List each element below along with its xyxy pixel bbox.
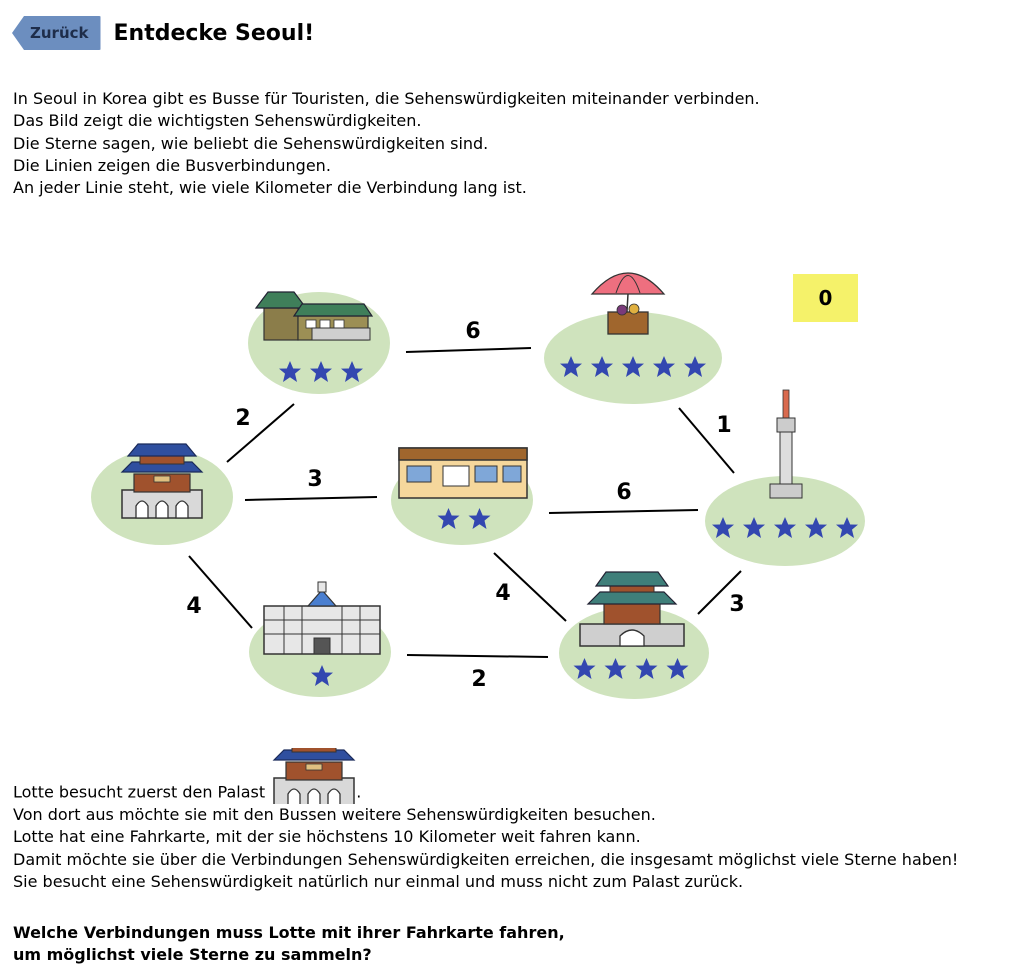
intro-line: Die Linien zeigen die Busverbindungen. (13, 155, 331, 175)
palace-icon (273, 748, 355, 804)
task-line: Lotte hat eine Fahrkarte, mit der sie hö… (13, 827, 641, 847)
task-text: Lotte besucht zuerst den Palast . Von do… (13, 748, 958, 893)
route-palace-hanok[interactable]: 2 (226, 403, 295, 463)
node-palace[interactable] (91, 443, 233, 545)
attraction-map: 2 6 1 3 6 4 4 2 3 (91, 272, 865, 699)
header: Zurück Entdecke Seoul! (12, 16, 314, 50)
task-line: Von dort aus möchte sie mit den Bussen w… (13, 805, 656, 824)
score-display: 0 (793, 274, 858, 322)
node-tower[interactable] (705, 389, 865, 566)
route-mall-tower[interactable]: 6 (548, 480, 699, 514)
route-market-tower[interactable]: 1 (678, 407, 735, 474)
question-line: um möglichst viele Sterne zu sammeln? (13, 945, 372, 964)
route-km-label: 2 (235, 406, 250, 431)
route-km-label: 3 (729, 592, 744, 617)
palace-icon (121, 443, 203, 519)
route-gate-tower[interactable]: 3 (697, 570, 745, 617)
intro-line: Die Sterne sagen, wie beliebt die Sehens… (13, 133, 489, 153)
route-km-label: 6 (616, 480, 631, 505)
route-km-label: 4 (495, 581, 510, 606)
route-mall-gate[interactable]: 4 (493, 552, 567, 622)
intro-line: Das Bild zeigt die wichtigsten Sehenswür… (13, 111, 422, 131)
page-title: Entdecke Seoul! (113, 20, 315, 46)
task-line: Lotte besucht zuerst den Palast . (13, 748, 958, 804)
task-line: Sie besucht eine Sehenswürdigkeit natürl… (13, 871, 744, 891)
route-palace-hall[interactable]: 4 (186, 555, 253, 629)
task-line-punct: . (356, 782, 362, 802)
route-hall-gate[interactable]: 2 (406, 654, 549, 692)
route-palace-mall[interactable]: 3 (244, 467, 378, 501)
question-text: Welche Verbindungen muss Lotte mit ihrer… (13, 922, 565, 966)
node-gate[interactable] (559, 571, 709, 699)
node-hall[interactable] (249, 581, 391, 697)
city-hall-icon (263, 581, 381, 655)
intro-line: An jeder Linie steht, wie viele Kilomete… (13, 178, 527, 198)
intro-line: In Seoul in Korea gibt es Busse für Tour… (13, 89, 760, 108)
route-hanok-market[interactable]: 6 (405, 319, 532, 353)
route-km-label: 4 (186, 594, 201, 619)
route-km-label: 1 (716, 413, 731, 438)
node-mall[interactable] (391, 447, 533, 545)
node-market[interactable] (544, 272, 722, 404)
intro-text: In Seoul in Korea gibt es Busse für Tour… (13, 88, 760, 199)
route-km-label: 2 (471, 667, 486, 692)
gate-icon (579, 571, 685, 647)
task-line-text: Lotte besucht zuerst den Palast (13, 782, 266, 802)
back-button[interactable]: Zurück (12, 16, 101, 50)
node-hanok[interactable] (248, 291, 390, 394)
route-km-label: 3 (307, 467, 322, 492)
question-line: Welche Verbindungen muss Lotte mit ihrer… (13, 923, 565, 942)
task-line: Damit möchte sie über die Verbindungen S… (13, 849, 959, 869)
route-km-label: 6 (465, 319, 480, 344)
shopping-building-icon (398, 447, 528, 499)
